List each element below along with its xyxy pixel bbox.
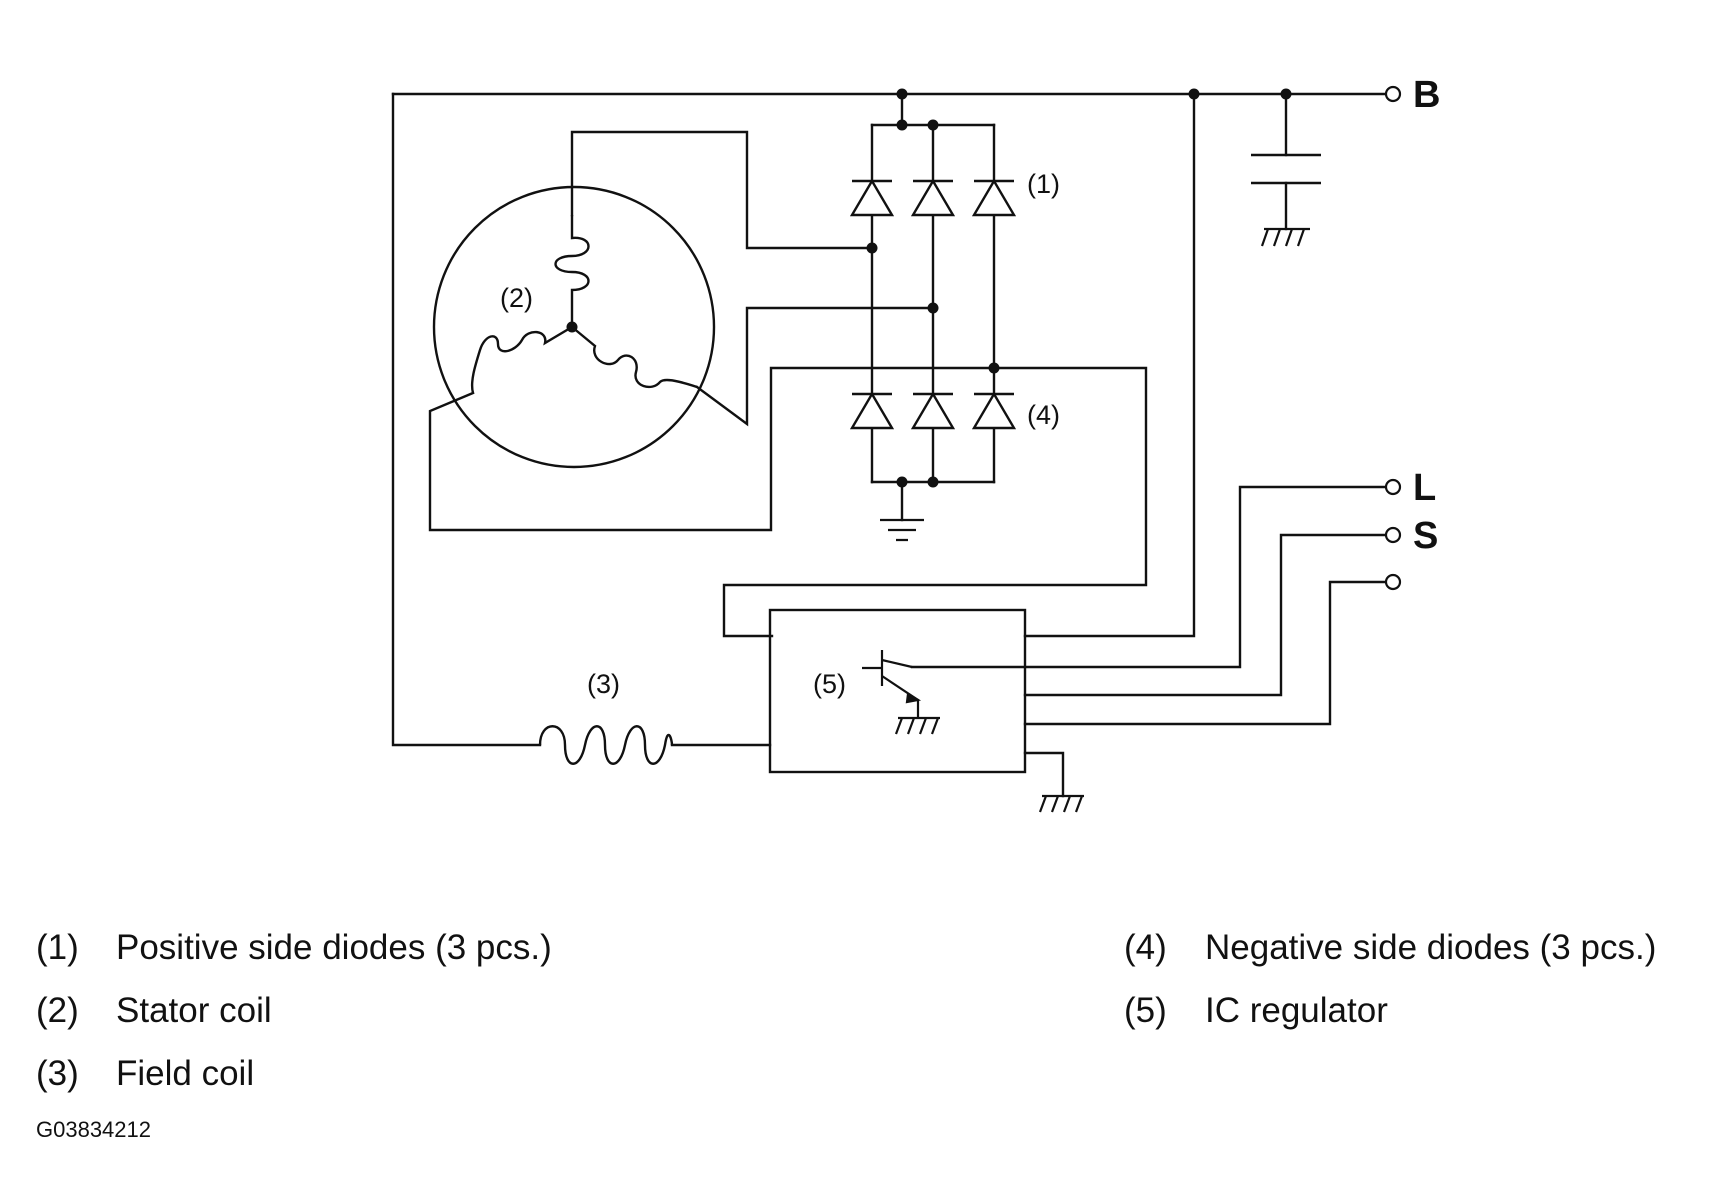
left-outer-wire [391, 92, 542, 747]
stator-winding-top [554, 215, 590, 327]
junction-dot [896, 476, 908, 488]
stator-winding-left [470, 325, 573, 394]
callout-ic-regulator: (5) [813, 669, 846, 699]
wiring [391, 92, 1389, 798]
earth-ground-icon [880, 518, 924, 542]
unlabeled-terminal-icon [1384, 573, 1402, 591]
diode-symbol [849, 391, 895, 430]
legend-number: (3) [36, 1054, 79, 1093]
terminal-label-b: B [1413, 74, 1440, 116]
l-wire [910, 485, 1389, 669]
junction-dot [866, 242, 878, 254]
diode-symbol [971, 391, 1017, 430]
junction-dot [1280, 88, 1292, 100]
negative-diodes [849, 391, 1017, 430]
legend-number: (2) [36, 991, 79, 1030]
phase-a-wire [570, 130, 874, 250]
diode-symbol [971, 178, 1017, 217]
legend: (1) Positive side diodes (3 pcs.) (2) St… [36, 928, 1656, 1093]
transistor-icon [862, 650, 922, 718]
terminal-label-l: L [1413, 467, 1436, 509]
legend-text: Field coil [116, 1054, 254, 1093]
junction-dot [988, 362, 1000, 374]
chassis-ground-icon [894, 716, 940, 735]
phase-b-wire [695, 306, 935, 427]
legend-text: Stator coil [116, 991, 272, 1030]
legend-number: (4) [1124, 928, 1167, 967]
b-terminal-icon [1384, 85, 1402, 103]
regulator-ground-wire [1023, 751, 1065, 798]
stator-winding-right [571, 326, 698, 389]
terminal-label-s: S [1413, 515, 1438, 557]
stator [432, 185, 716, 469]
junction-dot [927, 302, 939, 314]
s-terminal-icon [1384, 526, 1402, 544]
junction-dot [927, 476, 939, 488]
legend-text: IC regulator [1205, 991, 1388, 1030]
legend-number: (5) [1124, 991, 1167, 1030]
junction-dot [927, 119, 939, 131]
legend-number: (1) [36, 928, 79, 967]
chassis-ground-icon [1038, 794, 1084, 813]
junction-dot [896, 119, 908, 131]
callout-positive-diodes: (1) [1027, 169, 1060, 199]
s-wire [1023, 533, 1389, 697]
diode-symbol [910, 391, 956, 430]
figure-id: G03834212 [36, 1117, 151, 1142]
junction-dot [896, 88, 908, 100]
callout-stator-coil: (2) [500, 283, 533, 313]
legend-text: Positive side diodes (3 pcs.) [116, 928, 552, 967]
callout-negative-diodes: (4) [1027, 400, 1060, 430]
diode-symbol [910, 178, 956, 217]
capacitor [1251, 153, 1321, 185]
junction-dot [1188, 88, 1200, 100]
aux-wire [1023, 580, 1389, 726]
callout-field-coil: (3) [587, 669, 620, 699]
legend-text: Negative side diodes (3 pcs.) [1205, 928, 1656, 967]
ic-regulator-box [768, 608, 1027, 774]
phase-c-wire [428, 366, 1148, 638]
regulator-b-wire [1023, 92, 1196, 638]
l-terminal-icon [1384, 478, 1402, 496]
chassis-ground-icon [1260, 227, 1310, 247]
terminals [1384, 85, 1402, 591]
diode-symbol [849, 178, 895, 217]
stator-housing [432, 185, 716, 469]
positive-diodes [849, 178, 1017, 217]
field-coil [538, 725, 674, 765]
